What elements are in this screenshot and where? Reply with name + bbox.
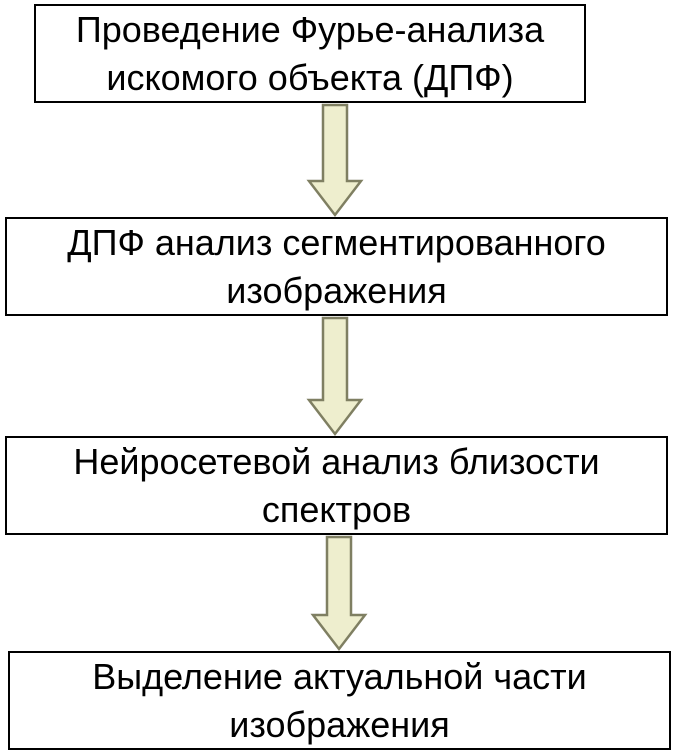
down-arrow-icon xyxy=(306,316,364,437)
step-text-line: изображения xyxy=(226,269,447,311)
step-text-line: Выделение актуальной части xyxy=(92,655,587,697)
step-text-line: спектров xyxy=(261,488,412,530)
down-arrow-icon xyxy=(306,103,364,218)
step-box-extract-relevant-part: Выделение актуальной части изображения xyxy=(8,651,671,750)
step-text-line: ДПФ анализ сегментированного xyxy=(67,221,606,263)
step-box-neural-network-analysis: Нейросетевой анализ близости спектров xyxy=(5,436,668,535)
step-text-line: изображения xyxy=(229,703,450,745)
down-arrow-icon xyxy=(310,535,368,652)
step-text-line: искомого объекта (ДПФ) xyxy=(106,56,514,98)
step-text-line: Нейросетевой анализ близости xyxy=(73,440,600,482)
step-box-fourier-analysis: Проведение Фурье-анализа искомого объект… xyxy=(34,4,586,103)
step-box-segmented-image-analysis: ДПФ анализ сегментированного изображения xyxy=(5,217,668,316)
step-text-line: Проведение Фурье-анализа xyxy=(75,8,545,50)
